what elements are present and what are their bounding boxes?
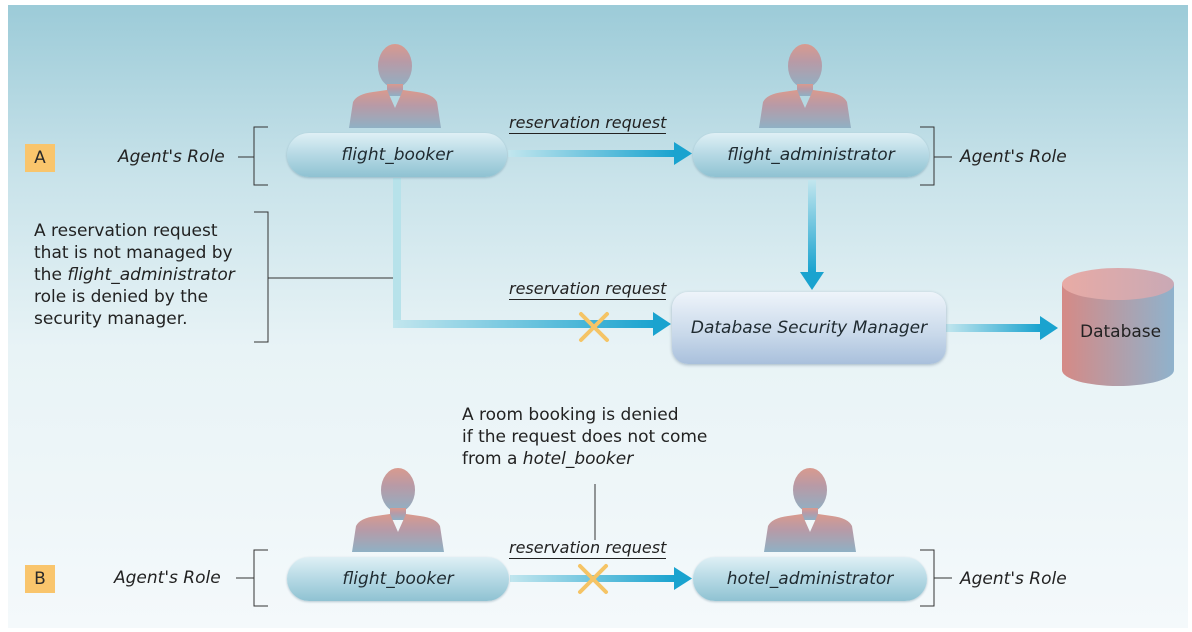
note-b: A room booking is denied if the request … [462,404,707,470]
role-flight-booker-a: flight_booker [287,133,507,177]
role-bracket-right-b [920,549,952,607]
role-bracket-left-b [236,549,268,607]
role-flight-administrator: flight_administrator [693,133,929,177]
note-a-line-4: role is denied by the [34,287,209,307]
request-label-b: reservation request [509,538,667,559]
role-bracket-right-a [920,126,952,186]
panel-a-badge: A [25,144,55,172]
agent-role-label-left-b: Agent's Role [114,568,221,588]
note-b-line-2: if the request does not come [462,427,708,447]
note-a-line-3: the flight_administrator [34,264,235,286]
person-icon-flight-administrator [759,44,851,128]
request-label-a-bottom: reservation request [509,279,667,300]
note-a-line-1: A reservation request [34,221,218,241]
role-flight-booker-b: flight_booker [287,557,509,601]
database-label: Database [1080,322,1162,342]
person-icon-flight-booker-a [349,44,441,128]
deny-mark-b [578,564,608,594]
note-b-line-1: A room booking is denied [462,405,679,425]
note-a-line-2: that is not managed by [34,243,233,263]
note-b-role-name: hotel_booker [522,449,634,469]
request-label-a-top: reservation request [509,113,667,134]
note-a-line-5: security manager. [34,309,188,329]
note-b-line-3: from a hotel_booker [462,448,707,470]
agent-role-label-right-b: Agent's Role [960,569,1067,589]
note-b-line-3-prefix: from a [462,449,523,469]
role-bracket-left-a [238,126,268,186]
deny-mark-a [579,312,609,342]
note-a-role-name: flight_administrator [67,265,235,285]
panel-b-badge: B [25,565,55,593]
arrow-admin-to-manager [800,180,824,290]
person-icon-flight-booker-b [352,468,444,552]
person-icon-hotel-administrator [764,468,856,552]
arrow-bypass-denied [393,178,671,336]
database-security-manager: Database Security Manager [672,292,946,364]
arrow-manager-to-database [946,316,1058,340]
note-a-line-3-prefix: the [34,265,68,285]
arrow-request-a-top [508,142,692,165]
note-bracket-a [254,211,393,343]
database-icon [1062,268,1174,386]
note-a: A reservation request that is not manage… [34,220,235,330]
agent-role-label-right-a: Agent's Role [960,147,1067,167]
role-hotel-administrator: hotel_administrator [693,557,927,601]
diagram-background [8,5,1188,628]
agent-role-label-left-a: Agent's Role [118,147,225,167]
